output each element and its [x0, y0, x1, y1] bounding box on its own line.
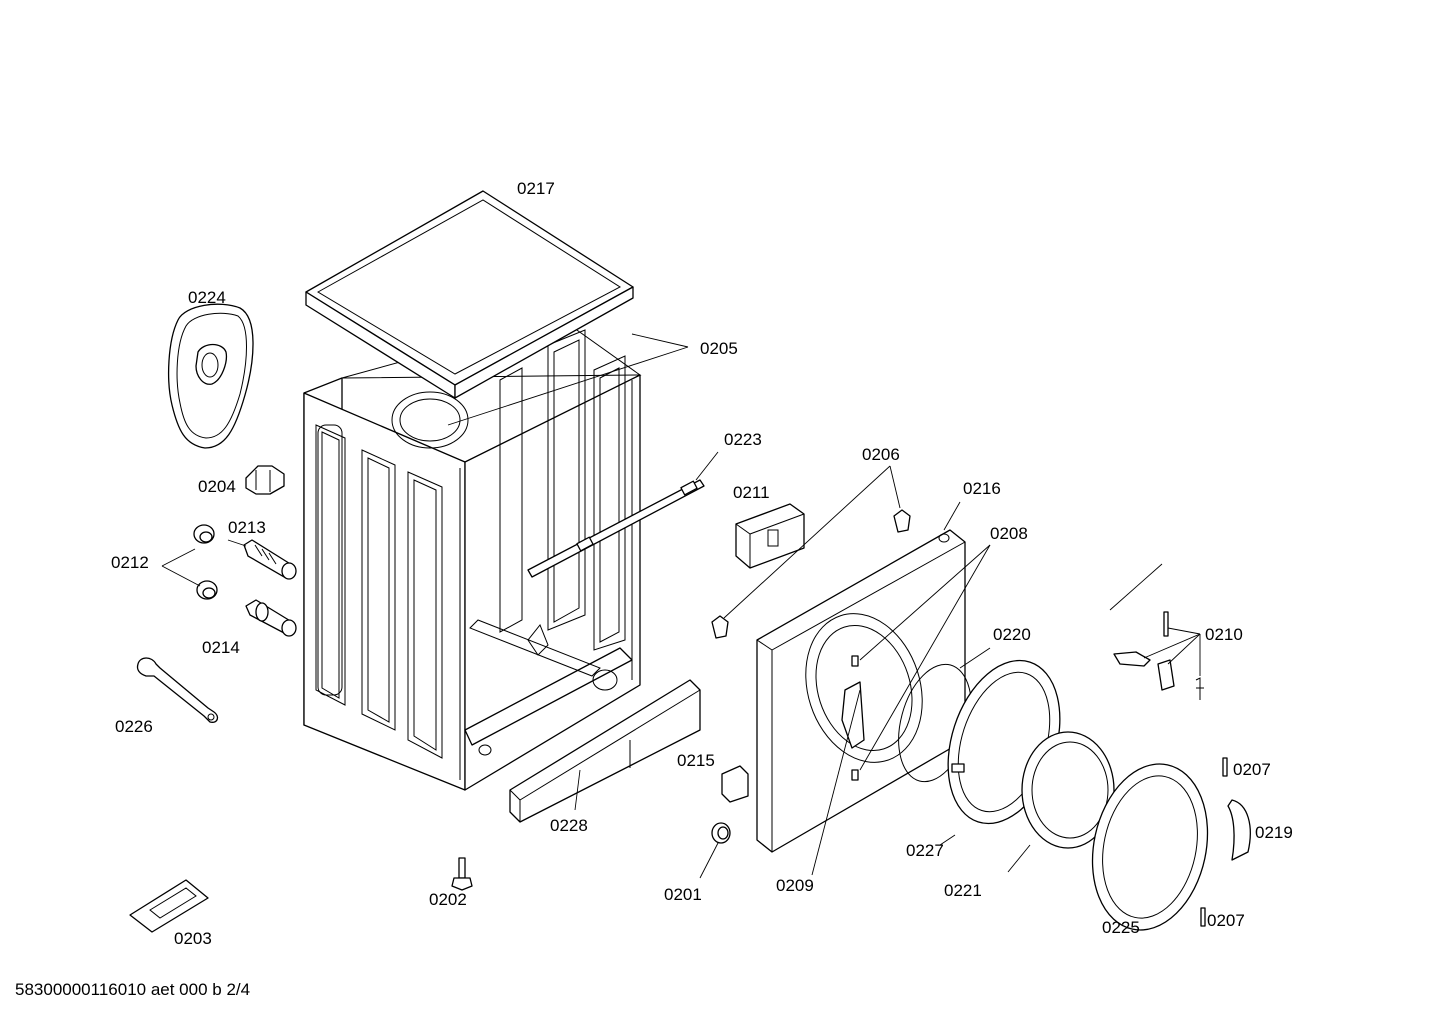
- label-0227: 0227: [906, 841, 944, 860]
- cabinet-housing: [303, 317, 642, 791]
- pin-0207-lower-part: [1200, 907, 1206, 927]
- foot-0212-upper-part: [193, 524, 215, 544]
- wrench-0226-part: [136, 657, 219, 723]
- front-panel-0216-part: [756, 529, 966, 853]
- clip-0204-part: [245, 465, 285, 495]
- rail-0223-part: [527, 479, 705, 578]
- label-0215: 0215: [677, 751, 715, 770]
- transport-bracket-0203-part: [129, 879, 209, 933]
- label-0202: 0202: [429, 890, 467, 909]
- label-0221: 0221: [944, 881, 982, 900]
- damper-0213-part: [243, 539, 297, 580]
- leader-lines: [161, 333, 1201, 879]
- label-0210: 0210: [1205, 625, 1243, 644]
- label-0205: 0205: [700, 339, 738, 358]
- label-0208: 0208: [990, 524, 1028, 543]
- clip-0206-upper-part: [893, 509, 911, 533]
- label-0203: 0203: [174, 929, 212, 948]
- door-lock-0211-part: [735, 503, 805, 569]
- label-0211: 0211: [733, 483, 770, 502]
- hinge-0210-part: [1113, 611, 1204, 700]
- label-0206: 0206: [862, 445, 900, 464]
- label-0216: 0216: [963, 479, 1001, 498]
- label-0220: 0220: [993, 625, 1031, 644]
- label-0224: 0224: [188, 288, 226, 307]
- label-0213: 0213: [228, 518, 266, 537]
- label-0204: 0204: [198, 477, 236, 496]
- label-0223: 0223: [724, 430, 762, 449]
- foot-0201-part: [711, 822, 731, 844]
- label-0225: 0225: [1102, 918, 1140, 937]
- damper-0214-part: [245, 599, 297, 637]
- switch-0215-part: [721, 765, 749, 803]
- door-glass-0221-part: [1021, 731, 1115, 849]
- label-0214: 0214: [202, 638, 240, 657]
- part-labels: 0217 0224 0205 0223 0206 0211 0216 0204 …: [111, 179, 1293, 948]
- label-0217: 0217: [517, 179, 555, 198]
- label-0207-lower: 0207: [1207, 911, 1245, 930]
- label-0209: 0209: [776, 876, 814, 895]
- label-0207-upper: 0207: [1233, 760, 1271, 779]
- pin-0207-upper-part: [1222, 757, 1228, 777]
- label-0226: 0226: [115, 717, 153, 736]
- label-0201: 0201: [664, 885, 702, 904]
- label-0212: 0212: [111, 553, 149, 572]
- label-0219: 0219: [1255, 823, 1293, 842]
- clip-0206-lower-part: [711, 615, 729, 639]
- handle-0219-part: [1227, 799, 1251, 861]
- label-0228: 0228: [550, 816, 588, 835]
- foot-screw-0202-part: [451, 857, 473, 891]
- foot-0212-lower-part: [196, 580, 218, 600]
- rear-cover-part: [167, 303, 254, 449]
- top-cover-part: [305, 190, 634, 399]
- drawing-reference-code: 58300000116010 aet 000 b 2/4: [15, 980, 251, 999]
- plinth-0228-part: [509, 679, 701, 823]
- door-ring-0225-part: [1091, 763, 1209, 931]
